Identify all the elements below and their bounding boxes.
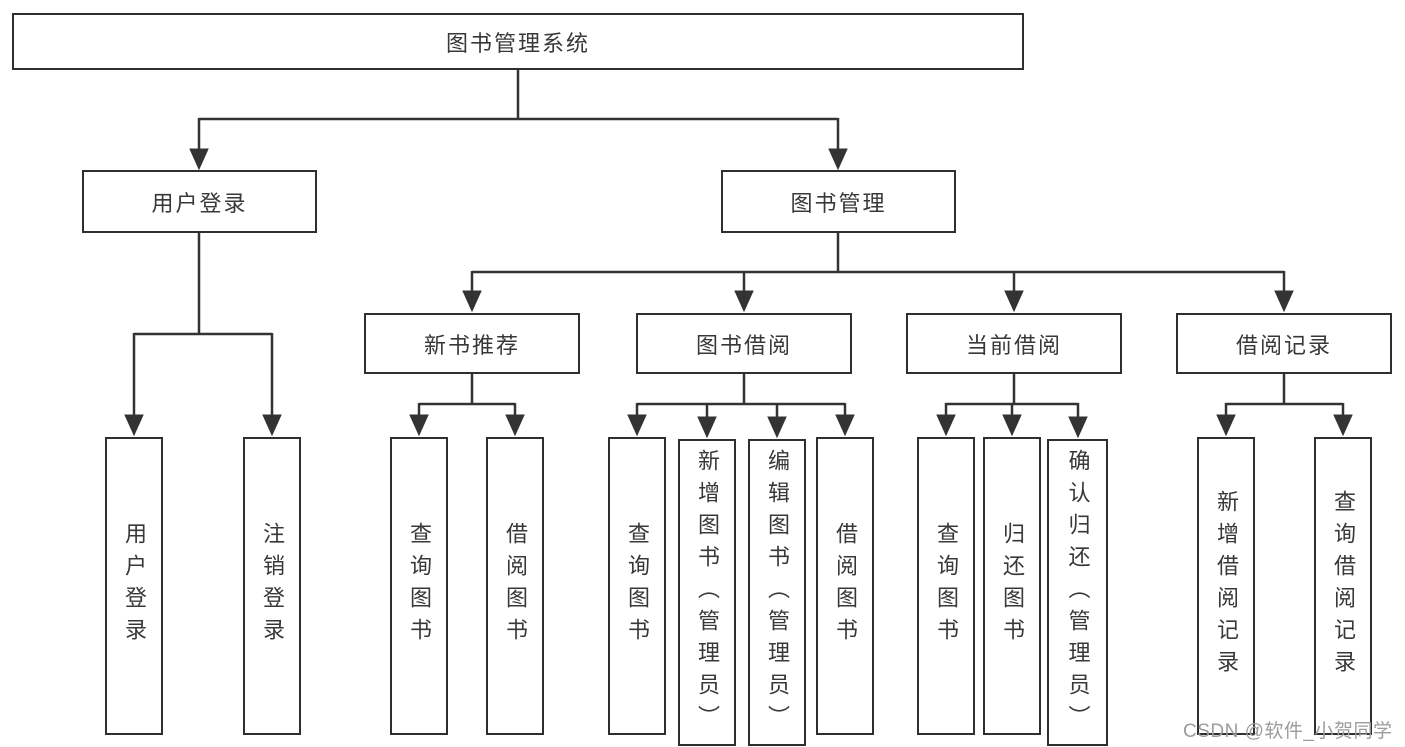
node-current-borrowing: 当前借阅	[906, 313, 1122, 374]
arrowhead-down-icon	[1333, 414, 1353, 437]
node-user-login: 用户登录	[82, 170, 317, 233]
node-library-management-system: 图书管理系统	[12, 13, 1024, 70]
arrowhead-down-icon	[1002, 414, 1022, 437]
leaf-borrow-books: 借阅图书	[816, 437, 874, 735]
arrowhead-down-icon	[767, 416, 787, 439]
arrowhead-down-icon	[1004, 290, 1024, 313]
leaf-user-login: 用户登录	[105, 437, 163, 735]
leaf-borrow-books-recommend: 借阅图书	[486, 437, 544, 735]
arrowhead-down-icon	[124, 414, 144, 437]
arrowhead-down-icon	[828, 148, 848, 171]
arrowhead-down-icon	[627, 414, 647, 437]
leaf-confirm-return-admin: 确认归还（管理员）	[1047, 439, 1108, 746]
node-book-management: 图书管理	[721, 170, 956, 233]
arrowhead-down-icon	[505, 414, 525, 437]
arrowhead-down-icon	[409, 414, 429, 437]
node-new-book-recommend: 新书推荐	[364, 313, 580, 374]
leaf-return-books: 归还图书	[983, 437, 1041, 735]
node-book-borrowing: 图书借阅	[636, 313, 852, 374]
leaf-edit-books-admin: 编辑图书（管理员）	[748, 439, 806, 746]
leaf-add-books-admin: 新增图书（管理员）	[678, 439, 736, 746]
arrowhead-down-icon	[697, 416, 717, 439]
arrowhead-down-icon	[1068, 416, 1088, 439]
leaf-logout: 注销登录	[243, 437, 301, 735]
csdn-watermark: CSDN @软件_小贺同学	[1183, 721, 1393, 742]
arrowhead-down-icon	[835, 414, 855, 437]
arrowhead-down-icon	[734, 290, 754, 313]
arrowhead-down-icon	[1216, 414, 1236, 437]
leaf-query-books-recommend: 查询图书	[390, 437, 448, 735]
arrowhead-down-icon	[189, 148, 209, 171]
leaf-query-books-current: 查询图书	[917, 437, 975, 735]
arrowhead-down-icon	[1274, 290, 1294, 313]
arrowhead-down-icon	[936, 414, 956, 437]
arrowhead-down-icon	[462, 290, 482, 313]
leaf-query-borrow-record: 查询借阅记录	[1314, 437, 1372, 735]
arrowhead-down-icon	[262, 414, 282, 437]
leaf-query-books-borrowing: 查询图书	[608, 437, 666, 735]
leaf-add-borrow-record: 新增借阅记录	[1197, 437, 1255, 735]
node-borrow-records: 借阅记录	[1176, 313, 1392, 374]
